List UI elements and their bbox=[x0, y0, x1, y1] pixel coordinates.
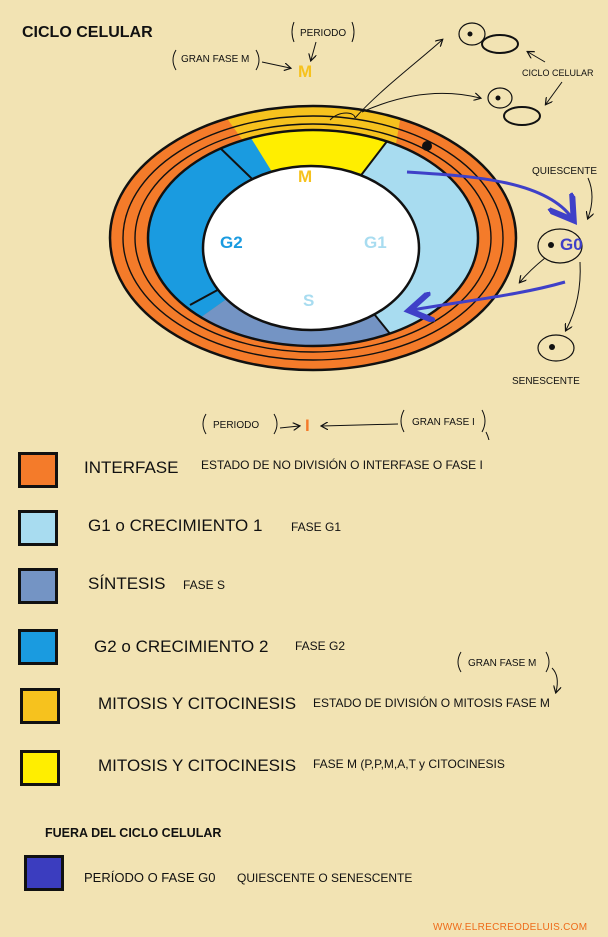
legend-swatch-interfase bbox=[18, 452, 58, 488]
annotation-gran-fase-i: GRAN FASE I bbox=[412, 417, 475, 428]
cell-cycle-diagram: M G1 G2 S PERIODO M GRAN FASE M CICLO CE… bbox=[108, 21, 597, 440]
dividing-cell-drawing bbox=[458, 22, 541, 126]
legend-label-g0: PERÍODO O FASE G0 bbox=[84, 870, 216, 885]
outside-cycle-title: FUERA DEL CICLO CELULAR bbox=[45, 826, 222, 840]
outer-ring-line-inner bbox=[134, 123, 492, 353]
legend-swatch-g2 bbox=[18, 629, 58, 665]
legend-row-g0: PERÍODO O FASE G0 QUIESCENTE O SENESCENT… bbox=[0, 853, 608, 897]
legend-desc-g2: FASE G2 bbox=[295, 639, 346, 653]
footer-website: WWW.ELRECREODELUIS.COM bbox=[433, 922, 588, 933]
legend-desc-mitosis-outer: ESTADO DE DIVISIÓN O MITOSIS FASE M bbox=[313, 696, 550, 710]
legend-label-interfase: INTERFASE bbox=[84, 458, 179, 477]
exit-to-g0-arrow bbox=[406, 170, 572, 218]
legend-desc-mitosis-inner: FASE M (P,P,M,A,T y CITOCINESIS bbox=[313, 757, 505, 771]
label-g0: G0 bbox=[560, 235, 583, 254]
legend-swatch-mitosis-outer bbox=[20, 688, 60, 724]
annotation-periodo-bottom: PERIODO bbox=[213, 420, 259, 431]
legend-swatch-s bbox=[18, 568, 58, 604]
senescent-cell bbox=[537, 334, 575, 362]
outer-ring-line bbox=[122, 115, 504, 361]
legend-desc-interfase: ESTADO DE NO DIVISIÓN O INTERFASE O FASE… bbox=[201, 458, 483, 472]
return-from-g0-arrow bbox=[412, 280, 566, 310]
legend-label-s: SÍNTESIS bbox=[88, 574, 166, 593]
legend-desc-g0: QUIESCENTE O SENESCENTE bbox=[237, 871, 413, 885]
quiescent-cell bbox=[537, 228, 583, 264]
legend-row-mitosis-outer: MITOSIS Y CITOCINESIS ESTADO DE DIVISIÓN… bbox=[0, 686, 608, 730]
legend-desc-g1: FASE G1 bbox=[291, 520, 342, 534]
legend-swatch-g0 bbox=[24, 855, 64, 891]
annotation-senescente: SENESCENTE bbox=[512, 376, 580, 387]
legend-label-g2: G2 o CRECIMIENTO 2 bbox=[94, 637, 269, 656]
middle-ring-border bbox=[146, 128, 480, 348]
inner-hole bbox=[201, 164, 421, 332]
annotation-gran-fase-m: GRAN FASE M bbox=[181, 54, 249, 65]
legend-row-interfase: INTERFASE ESTADO DE NO DIVISIÓN O INTERF… bbox=[0, 450, 608, 494]
label-i-bottom: I bbox=[305, 416, 310, 435]
legend-label-mitosis-inner: MITOSIS Y CITOCINESIS bbox=[98, 756, 297, 775]
label-m-inner: M bbox=[298, 167, 312, 186]
legend-swatch-mitosis-inner bbox=[20, 750, 60, 786]
legend-row-s: SÍNTESIS FASE S bbox=[0, 566, 608, 610]
legend-label-g1: G1 o CRECIMIENTO 1 bbox=[88, 516, 263, 535]
label-m-top: M bbox=[298, 62, 312, 81]
legend-row-mitosis-inner: MITOSIS Y CITOCINESIS FASE M (P,P,M,A,T … bbox=[0, 748, 608, 792]
legend-desc-s: FASE S bbox=[183, 578, 226, 592]
legend-row-g1: G1 o CRECIMIENTO 1 FASE G1 bbox=[0, 508, 608, 552]
cell-exit-point bbox=[422, 141, 432, 151]
mitosis-inner-sector bbox=[215, 130, 390, 238]
annotation-quiescente: QUIESCENTE bbox=[532, 166, 597, 177]
label-s: S bbox=[303, 291, 314, 310]
label-g2: G2 bbox=[220, 233, 243, 252]
page-title: CICLO CELULAR bbox=[22, 24, 153, 41]
annotation-gran-fase-m-right: GRAN FASE M bbox=[468, 658, 536, 669]
annotation-ciclo-celular: CICLO CELULAR bbox=[522, 68, 594, 78]
legend-row-g2: G2 o CRECIMIENTO 2 FASE G2 bbox=[0, 627, 608, 671]
legend-label-mitosis-outer: MITOSIS Y CITOCINESIS bbox=[98, 694, 297, 713]
outer-ring-border bbox=[108, 104, 518, 372]
legend-swatch-g1 bbox=[18, 510, 58, 546]
label-g1: G1 bbox=[364, 233, 387, 252]
annotation-periodo-top: PERIODO bbox=[300, 28, 346, 39]
gran-fase-m-legend-annotation: GRAN FASE M bbox=[457, 651, 608, 708]
